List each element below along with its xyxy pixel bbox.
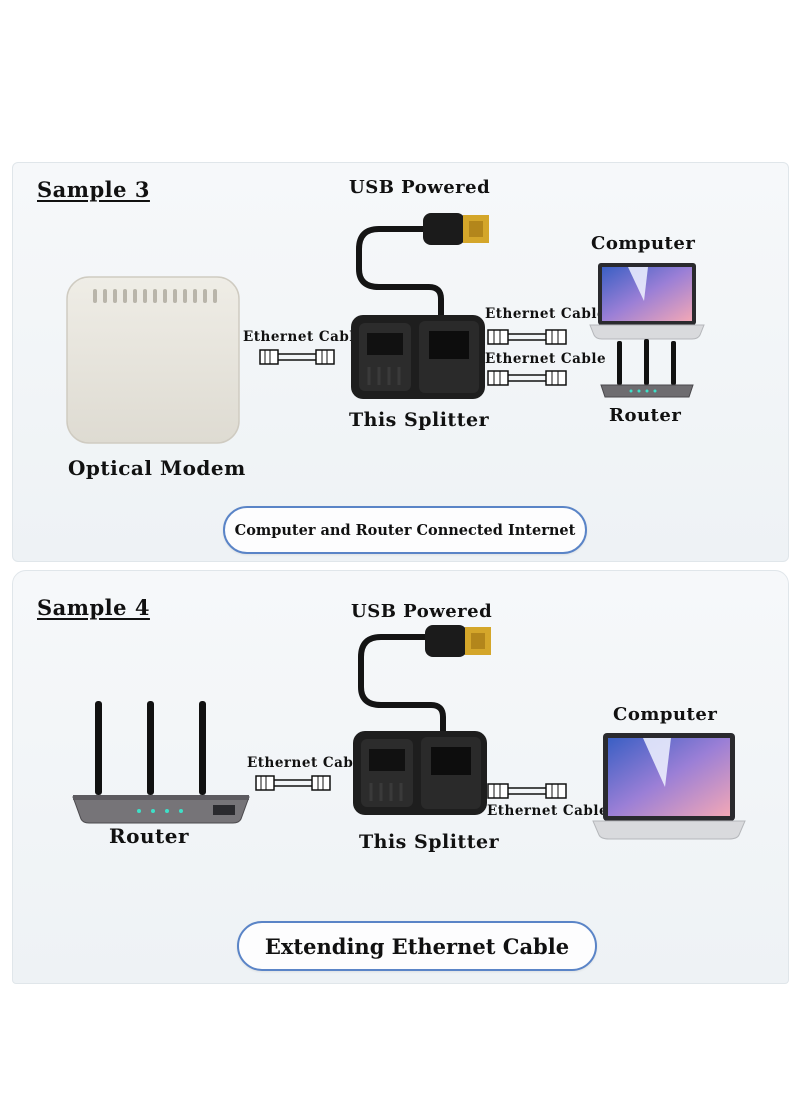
sample-4-usb-label: USB Powered — [351, 601, 493, 622]
sample-3-caption: Computer and Router Connected Internet — [223, 506, 587, 554]
sample-4-splitter-label: This Splitter — [359, 831, 500, 853]
cable-right-top-icon — [487, 329, 567, 345]
cable-right-bottom-icon — [487, 370, 567, 386]
sample-4-router-label: Router — [109, 824, 190, 848]
sample-4-title: Sample 4 — [37, 595, 150, 620]
sample-3-caption-text: Computer and Router Connected Internet — [234, 521, 576, 539]
splitter-icon — [353, 731, 487, 815]
sample-4-caption-text: Extending Ethernet Cable — [264, 933, 570, 959]
router-icon — [72, 701, 250, 824]
sample-3-title: Sample 3 — [37, 177, 150, 202]
sample-3-cable-left-label: Ethernet Cable — [243, 329, 365, 345]
laptop-icon — [592, 733, 746, 840]
usb-plug-icon — [356, 213, 489, 320]
sample-4-computer-label: Computer — [613, 704, 718, 725]
cable-right-icon — [487, 783, 567, 799]
optical-modem-icon — [66, 276, 240, 444]
usb-plug-icon — [358, 625, 491, 736]
sample-4-panel: Sample 4 USB Powered Computer Router Eth… — [12, 570, 789, 984]
sample-4-cable-left-label: Ethernet Cable — [247, 755, 369, 771]
splitter-icon — [351, 315, 485, 399]
sample-3-usb-label: USB Powered — [349, 177, 491, 198]
sample-3-router-label: Router — [609, 405, 682, 426]
sample-4-cable-right-label: Ethernet Cable — [487, 803, 609, 819]
cable-left-icon — [255, 775, 331, 791]
laptop-icon — [589, 263, 705, 340]
sample-3-modem-label: Optical Modem — [68, 456, 246, 480]
sample-4-caption: Extending Ethernet Cable — [237, 921, 597, 971]
sample-3-cable-right-bottom-label: Ethernet Cable — [485, 351, 607, 367]
cable-left-icon — [259, 349, 335, 365]
sample-3-splitter-label: This Splitter — [349, 409, 490, 431]
sample-3-cable-right-top-label: Ethernet Cable — [485, 306, 607, 322]
sample-3-panel: Sample 3 USB Powered Computer Router Opt… — [12, 162, 789, 562]
sample-3-computer-label: Computer — [591, 233, 696, 254]
router-icon — [600, 339, 694, 398]
